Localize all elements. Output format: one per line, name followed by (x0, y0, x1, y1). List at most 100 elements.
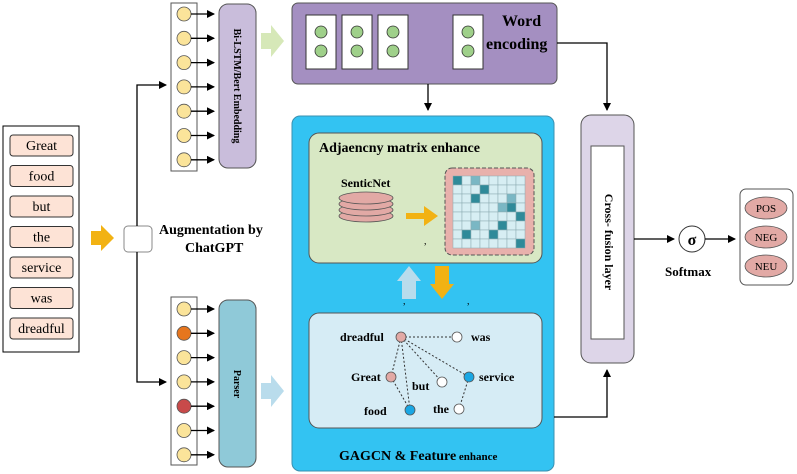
input-word: the (33, 231, 50, 246)
encoding-cell (386, 44, 400, 58)
input-word-box (9, 256, 74, 279)
token-node (176, 55, 192, 70)
output-class-ellipse (744, 225, 788, 249)
graph-label-but: but (412, 379, 429, 393)
matrix-cell (515, 220, 526, 231)
token-node (176, 6, 192, 22)
cross-fusion-label: Cross- fusion layer (602, 194, 616, 291)
input-word: but (33, 200, 51, 215)
matrix-cell (515, 175, 526, 186)
input-word-box (9, 317, 74, 340)
matrix-cell (488, 229, 499, 240)
matrix-cell (470, 238, 481, 249)
matrix-cell (479, 184, 490, 195)
matrix-cell (515, 211, 526, 222)
matrix-cell (515, 238, 526, 249)
matrix-cell (461, 175, 472, 186)
matrix-cell (488, 184, 499, 195)
matrix-cell (452, 202, 463, 213)
input-word-box (9, 226, 74, 248)
output-class-ellipse (744, 196, 788, 220)
softmax-label: Softmax (665, 264, 712, 279)
matrix-cell (497, 202, 508, 213)
encoding-cell (461, 44, 475, 58)
graph-panel (308, 312, 543, 429)
gagcn-title: GAGCN & Feature enhance (339, 449, 498, 464)
augmentation-node (123, 225, 153, 253)
input-word-box (9, 287, 74, 309)
output-class-label: NEU (755, 261, 778, 273)
matrix-cell (470, 184, 481, 195)
node-great (385, 371, 397, 383)
gagcn-title-small: enhance (456, 451, 497, 463)
matrix-cell (479, 220, 490, 231)
output-class-label: NEG (755, 232, 778, 244)
matrix-cell (479, 211, 490, 222)
cross-fusion-inner (590, 145, 625, 340)
embedding-nodes (176, 6, 215, 168)
matrix-cell (488, 175, 499, 186)
output-class-ellipse (744, 254, 788, 278)
node-food (404, 404, 416, 416)
senticnet-label: SenticNet (341, 176, 390, 190)
matrix-cell (452, 211, 463, 222)
adjacency-matrix-grid (452, 175, 526, 249)
matrix-cell (497, 175, 508, 186)
matrix-cell (497, 184, 508, 195)
node-service (463, 371, 475, 383)
gagcn-to-fusion-arrow (554, 369, 611, 418)
matrix-cell (470, 220, 481, 231)
token-node (176, 79, 192, 95)
encoding-card (377, 14, 409, 70)
output-class-label: POS (756, 203, 776, 215)
matrix-cell (479, 193, 490, 204)
to-parser-arrow (136, 252, 167, 386)
encoding-card (341, 14, 373, 70)
matrix-cell (515, 202, 526, 213)
encoding-cell (350, 25, 364, 39)
output-labels: POS NEG NEU (744, 196, 788, 278)
matrix-cell (497, 238, 508, 249)
matrix-cell (515, 193, 526, 204)
matrix-cell (497, 211, 508, 222)
graph-label-food: food (364, 404, 387, 418)
matrix-cell (506, 193, 517, 204)
matrix-cell (470, 202, 481, 213)
matrix-cell (452, 220, 463, 231)
input-word: Great (26, 139, 57, 154)
matrix-cell (497, 229, 508, 240)
matrix-cell (515, 184, 526, 195)
matrix-cell (506, 220, 517, 231)
encoding-cell (350, 44, 364, 58)
node-the (453, 403, 465, 415)
matrix-cell (506, 202, 517, 213)
matrix-cell (452, 184, 463, 195)
matrix-cell (470, 175, 481, 186)
token-node (176, 128, 192, 143)
gagcn-title-main: GAGCN & Feature (339, 449, 456, 464)
matrix-cell (488, 220, 499, 231)
matrix-cell (461, 184, 472, 195)
graph-label-dreadful: dreadful (340, 330, 384, 344)
matrix-cell (497, 193, 508, 204)
matrix-cell (470, 193, 481, 204)
parser-module (218, 299, 257, 468)
word-encoding-label-2: encoding (486, 36, 547, 53)
matrix-cell (452, 193, 463, 204)
token-node (176, 301, 192, 317)
senticnet-to-matrix-arrow (406, 206, 438, 226)
matrix-cell (479, 202, 490, 213)
token-node (176, 423, 192, 438)
token-node (176, 398, 192, 414)
svg-text:,: , (403, 296, 406, 307)
input-word: food (29, 170, 55, 185)
token-node (176, 374, 192, 390)
graph-label-was: was (471, 330, 491, 344)
sigma-symbol: σ (688, 232, 697, 249)
matrix-cell (461, 202, 472, 213)
embedding-to-encoding-arrow (261, 25, 284, 57)
matrix-cell (506, 175, 517, 186)
matrix-cell (506, 238, 517, 249)
